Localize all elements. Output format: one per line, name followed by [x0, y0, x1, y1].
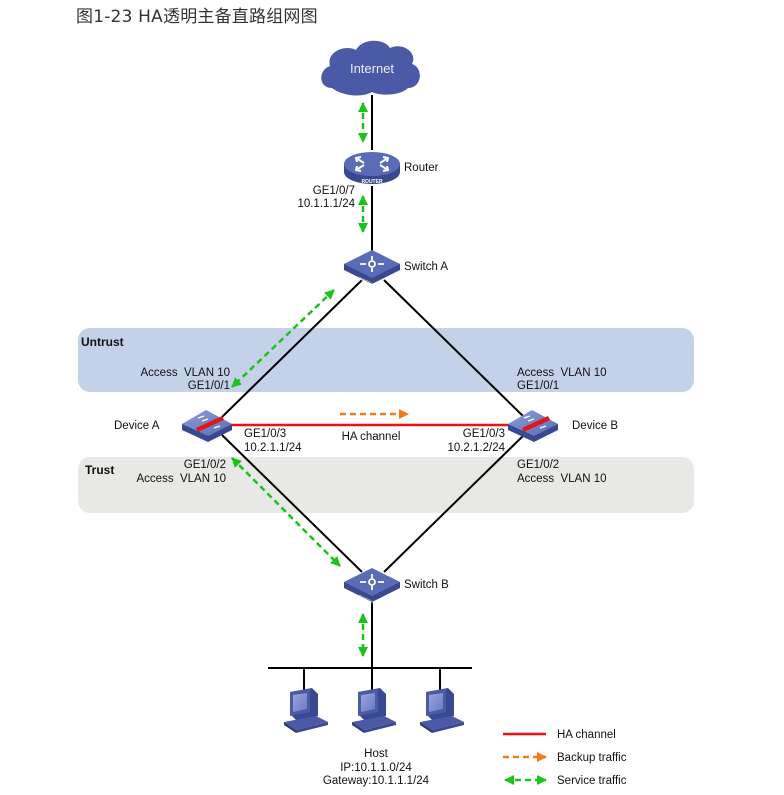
device-b-up-port: GE1/0/1 [517, 380, 559, 392]
untrust-zone-label: Untrust [81, 335, 124, 349]
router-icon: ROUTER [344, 152, 400, 185]
legend: HA channel Backup traffic Service traffi… [503, 729, 627, 787]
router-ip-label: 10.1.1.1/24 [297, 198, 355, 210]
host-label: Host [364, 748, 388, 760]
host-pc-icon [420, 688, 464, 733]
device-a-down-vlan: Access VLAN 10 [137, 473, 226, 485]
device-a-down-port: GE1/0/2 [184, 459, 226, 471]
legend-ha-channel-label: HA channel [557, 729, 616, 741]
ha-channel-label: HA channel [342, 431, 401, 443]
figure-title: 图1-23 HA透明主备直路组网图 [76, 7, 318, 27]
device-b-firewall-icon [508, 410, 558, 442]
device-a-up-port: GE1/0/1 [188, 380, 230, 392]
legend-backup-traffic-label: Backup traffic [557, 752, 627, 764]
link-device-b-switch-b [383, 434, 525, 573]
trust-zone-label: Trust [85, 463, 114, 477]
untrust-zone [78, 328, 694, 392]
host-gateway-label: Gateway:10.1.1.1/24 [323, 775, 430, 787]
device-b-up-vlan: Access VLAN 10 [517, 367, 606, 379]
device-b-down-port: GE1/0/2 [517, 459, 559, 471]
router-label: Router [404, 162, 439, 174]
trust-zone [78, 457, 694, 513]
internet-cloud-icon: Internet [321, 40, 420, 96]
device-b-ha-ip: 10.2.1.2/24 [447, 442, 505, 454]
switch-b-badge: SWITCH [358, 593, 374, 604]
internet-label: Internet [350, 61, 394, 76]
link-switch-a-device-b [383, 279, 525, 418]
host-pc-icon [352, 688, 396, 733]
switch-b-icon: SWITCH [344, 568, 400, 605]
switch-b-label: Switch B [404, 579, 449, 591]
device-a-up-vlan: Access VLAN 10 [141, 367, 230, 379]
host-ip-label: IP:10.1.1.0/24 [340, 762, 412, 774]
device-a-ha-port: GE1/0/3 [244, 428, 286, 440]
service-traffic-device-a-switch-b [231, 457, 341, 567]
device-a-ha-ip: 10.2.1.1/24 [244, 442, 302, 454]
device-a-firewall-icon [182, 410, 232, 442]
service-traffic-switch-a-device-a [231, 289, 335, 388]
legend-service-traffic-label: Service traffic [557, 775, 627, 787]
router-badge: ROUTER [361, 179, 383, 185]
switch-a-badge: SWITCH [358, 275, 374, 286]
device-b-label: Device B [572, 420, 618, 432]
switch-a-icon: SWITCH [344, 250, 400, 287]
device-b-down-vlan: Access VLAN 10 [517, 473, 606, 485]
host-pc-icon [284, 688, 328, 733]
device-a-label: Device A [114, 420, 160, 432]
router-port-label: GE1/0/7 [313, 185, 355, 197]
device-b-ha-port: GE1/0/3 [463, 428, 505, 440]
switch-a-label: Switch A [404, 261, 448, 273]
